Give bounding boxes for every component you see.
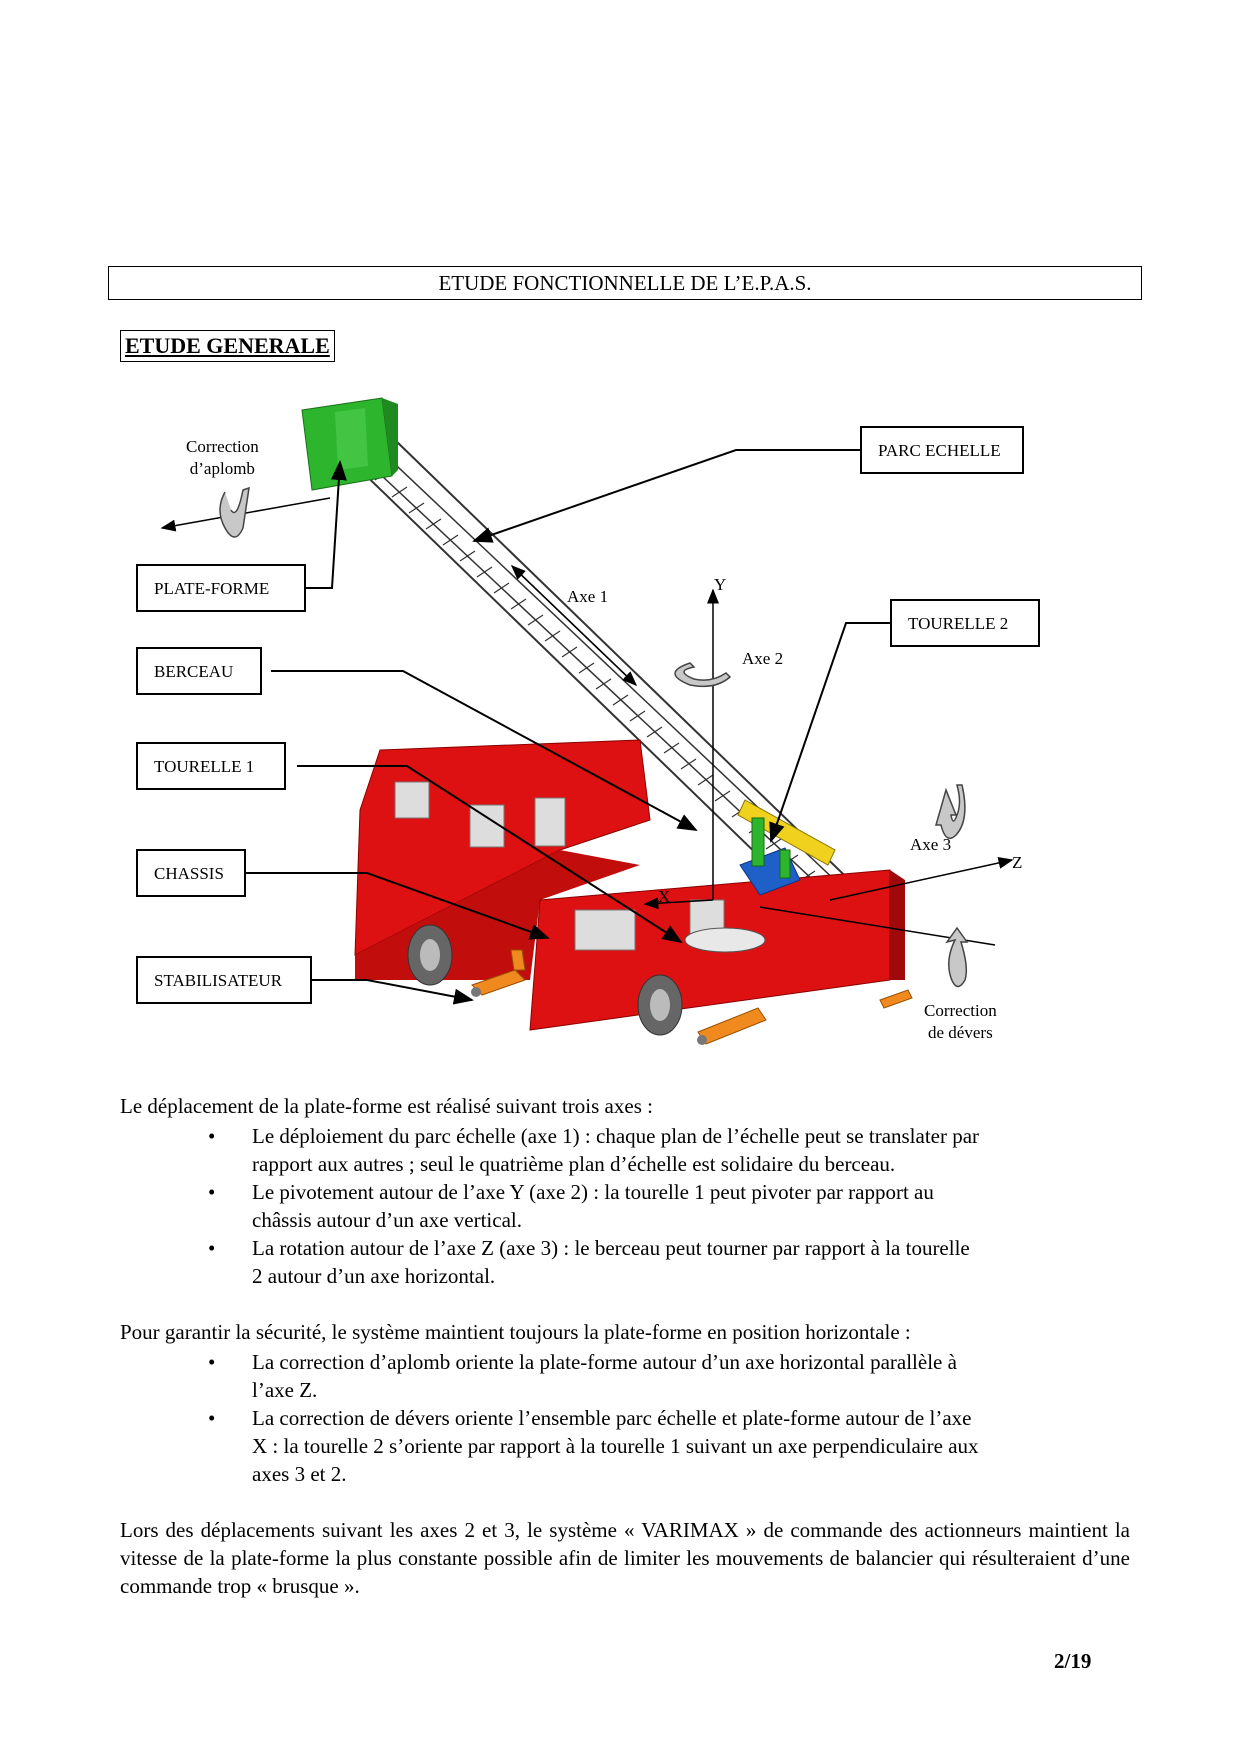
axe-1-label: Axe 1 <box>567 587 609 606</box>
label-plate-forme: PLATE-FORME <box>136 564 306 612</box>
bullet-icon: • <box>208 1406 216 1430</box>
bullet-icon: • <box>208 1180 216 1204</box>
axe-2-label: Axe 2 <box>742 649 784 668</box>
leader-lines <box>244 449 902 1005</box>
paragraph-intro: Le déplacement de la plate-forme est réa… <box>120 1094 653 1118</box>
platform-shape <box>301 397 398 491</box>
bullet-icon: • <box>208 1124 216 1148</box>
page-number: 2/19 <box>1054 1649 1092 1673</box>
paragraph-safety: Pour garantir la sécurité, le système ma… <box>120 1320 911 1344</box>
epas-drawing <box>160 397 1014 1045</box>
epas-figure: PARC ECHELLE PLATE-FORME TOURELLE 2 BERC… <box>0 380 1240 1080</box>
axes-list: •Le déploiement du parc échelle (axe 1) … <box>120 1122 1130 1290</box>
correction-devers-label: Correction de dévers <box>924 1001 997 1042</box>
bullet-icon: • <box>208 1350 216 1374</box>
section-title: ETUDE GENERALE <box>120 330 335 362</box>
list-item: •La correction d’aplomb oriente la plate… <box>208 1350 957 1402</box>
label-chassis: CHASSIS <box>136 849 246 897</box>
correction-aplomb-label: Correction d’aplomb <box>186 437 259 478</box>
label-parc-echelle: PARC ECHELLE <box>860 426 1024 474</box>
list-item: •La rotation autour de l’axe Z (axe 3) :… <box>208 1236 970 1288</box>
turret <box>737 799 836 896</box>
rotation-arrows <box>219 486 969 988</box>
stabilizers <box>471 949 913 1045</box>
body-text: Le déplacement de la plate-forme est réa… <box>120 1092 1130 1600</box>
corrections-list: •La correction d’aplomb oriente la plate… <box>120 1348 1130 1488</box>
bullet-icon: • <box>208 1236 216 1260</box>
axis-z-label: Z <box>1012 853 1023 872</box>
axe-3-label: Axe 3 <box>910 835 952 854</box>
list-item: •La correction de dévers oriente l’ensem… <box>208 1406 979 1486</box>
document-title: ETUDE FONCTIONNELLE DE L’E.P.A.S. <box>108 266 1142 300</box>
label-stabilisateur: STABILISATEUR <box>136 956 312 1004</box>
label-berceau: BERCEAU <box>136 647 262 695</box>
truck <box>354 739 905 1036</box>
axis-x-label: X <box>658 887 671 906</box>
list-item: •Le pivotement autour de l’axe Y (axe 2)… <box>208 1180 934 1232</box>
list-item: •Le déploiement du parc échelle (axe 1) … <box>208 1124 980 1176</box>
label-tourelle-1: TOURELLE 1 <box>136 742 286 790</box>
axis-y-label: Y <box>714 575 727 594</box>
label-tourelle-2: TOURELLE 2 <box>890 599 1040 647</box>
paragraph-varimax: Lors des déplacements suivant les axes 2… <box>120 1518 1130 1598</box>
